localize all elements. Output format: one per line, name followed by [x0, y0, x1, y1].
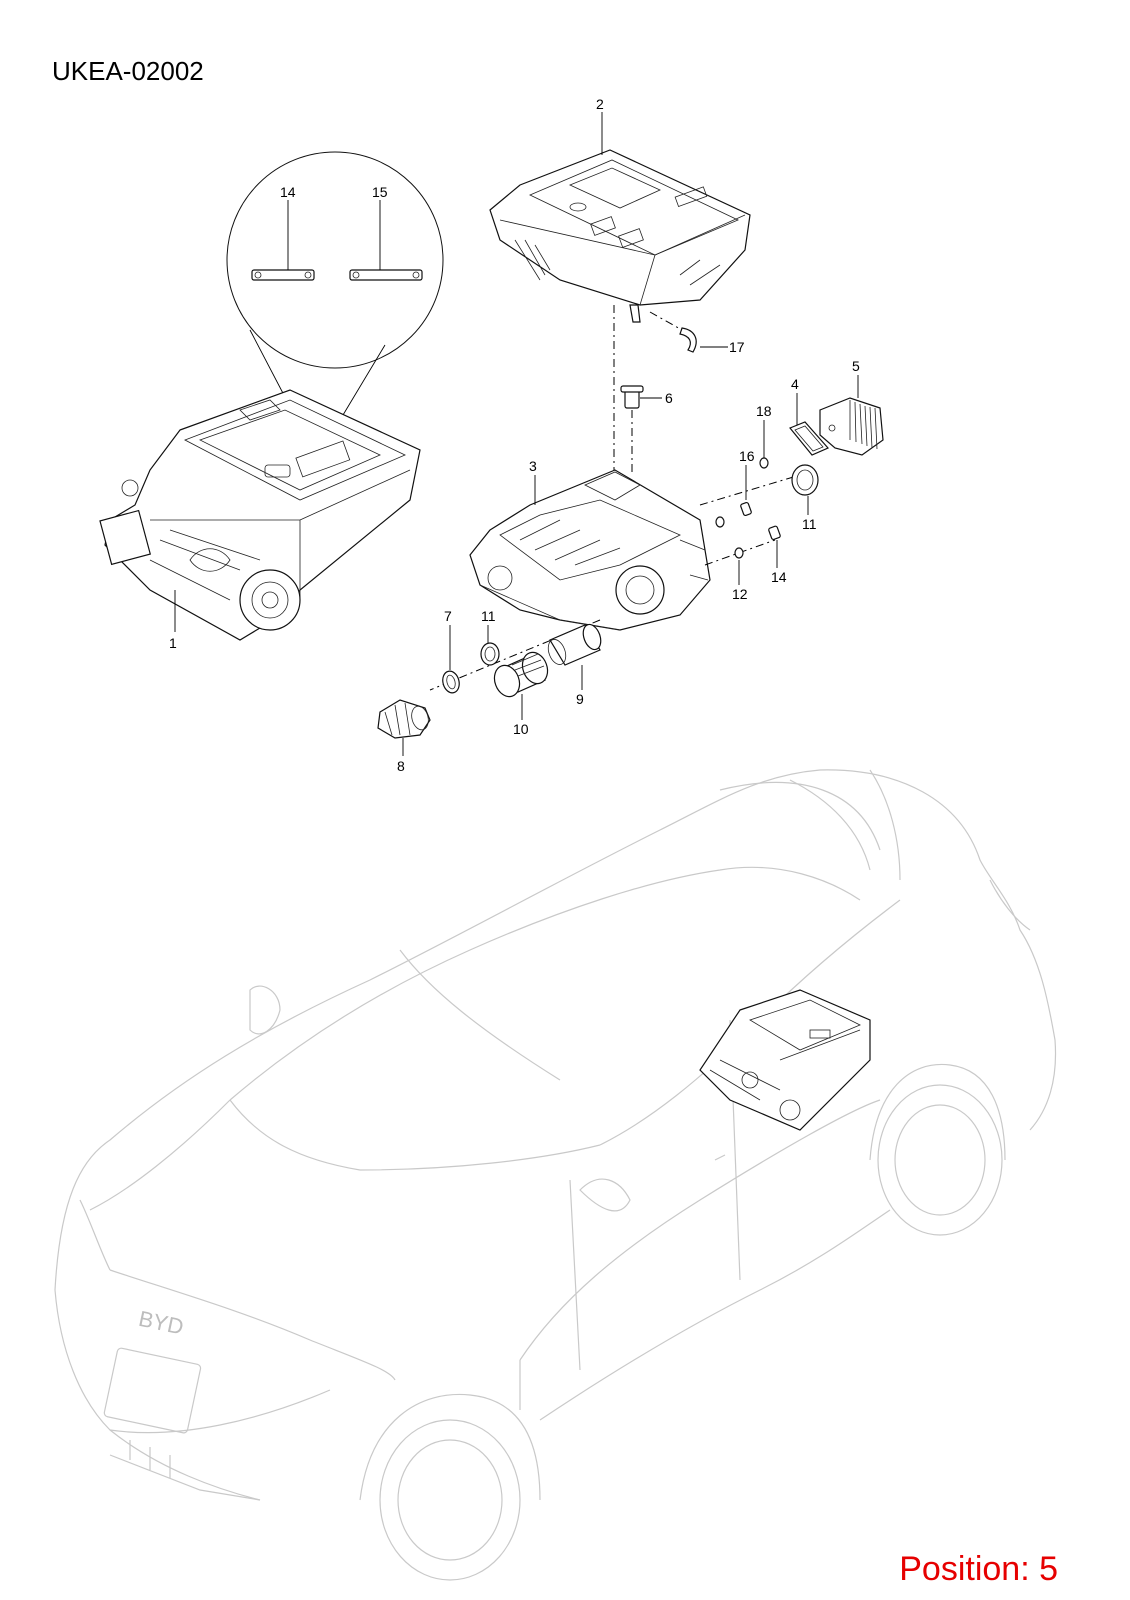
- breather-valve-6: 6: [620, 385, 673, 475]
- coolant-hose-15: 17: [649, 311, 745, 355]
- bolt-14: 16: [715, 448, 755, 528]
- motor-housing-3: 3: [469, 458, 711, 631]
- callout-12: 12: [732, 586, 748, 602]
- oil-filter-9: 9: [547, 623, 602, 707]
- oil-seal-11-right: 11: [791, 464, 819, 532]
- callout-11-left: 11: [481, 608, 496, 624]
- callout-10: 10: [513, 721, 529, 737]
- callout-8: 8: [397, 758, 405, 774]
- callout-14: 16: [739, 448, 755, 464]
- callout-18: 18: [756, 403, 772, 419]
- oil-seal-11-left: 11: [480, 608, 500, 666]
- sealing-washer-12: 12: [732, 547, 748, 602]
- car-logo: BYD: [136, 1306, 185, 1340]
- drain-plug-13: 14: [768, 525, 787, 585]
- vehicle-motor-location-thumbnail: [699, 989, 871, 1131]
- o-ring-7: 7: [442, 608, 460, 694]
- callout-6: 6: [665, 390, 673, 406]
- callout-7: 7: [444, 608, 452, 624]
- callout-5: 5: [852, 358, 860, 374]
- callout-1: 1: [169, 635, 177, 651]
- position-label: Position: 5: [899, 1550, 1058, 1588]
- callout-3: 3: [529, 458, 537, 474]
- callout-16: 14: [280, 184, 296, 200]
- callout-13: 14: [771, 569, 787, 585]
- filter-cover-8: 8: [377, 699, 431, 774]
- callout-2: 2: [596, 96, 604, 112]
- callout-9: 9: [576, 691, 584, 707]
- filter-element-10: 10: [493, 651, 549, 737]
- callout-17: 15: [372, 184, 388, 200]
- document-id: UKEA-02002: [52, 56, 204, 86]
- o-ring-18: 18: [756, 403, 772, 469]
- callout-4: 4: [791, 376, 799, 392]
- electric-drive-assembly-1: 1: [99, 389, 421, 651]
- oil-cooler-5: 5: [819, 358, 884, 456]
- vehicle-outline: BYD: [54, 769, 1057, 1581]
- callout-11-right: 11: [802, 516, 817, 532]
- callout-15: 17: [729, 339, 745, 355]
- busbar-17: [349, 269, 423, 281]
- gasket-4: 4: [789, 376, 829, 456]
- motor-controller-2: 2: [489, 96, 751, 323]
- busbar-16: [251, 269, 315, 281]
- assembly-line-3-14: [699, 474, 801, 506]
